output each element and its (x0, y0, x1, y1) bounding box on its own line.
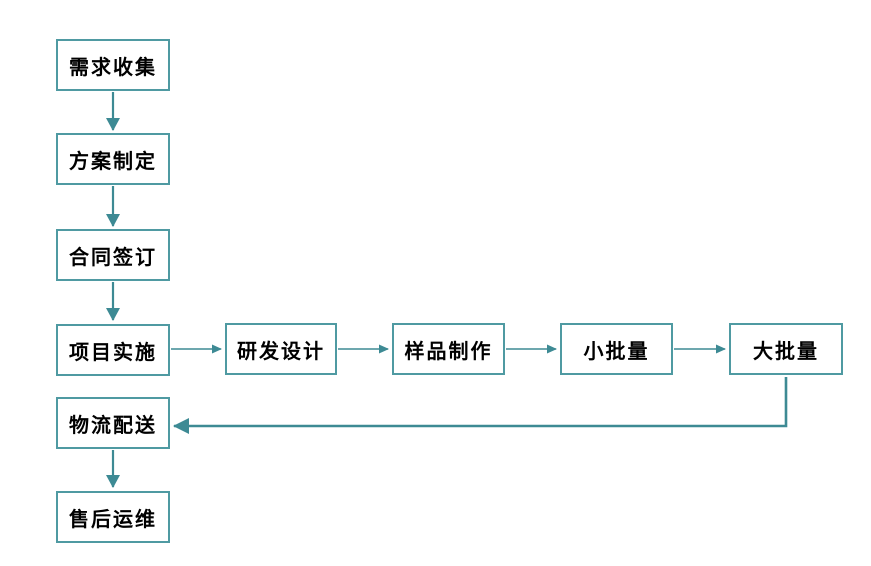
flow-node-rd-design: 研发设计 (225, 323, 337, 375)
flow-node-requirements: 需求收集 (56, 39, 170, 91)
flow-node-large-batch: 大批量 (729, 323, 843, 375)
edge-large-batch-logistics (173, 377, 788, 434)
flow-node-logistics: 物流配送 (56, 397, 170, 449)
flow-node-sample-production: 样品制作 (392, 323, 505, 375)
flow-node-contract: 合同签订 (56, 229, 170, 281)
flow-node-plan: 方案制定 (56, 133, 170, 185)
flow-node-small-batch: 小批量 (560, 323, 673, 375)
flow-node-after-sales: 售后运维 (56, 491, 170, 543)
flow-node-implementation: 项目实施 (56, 324, 170, 376)
